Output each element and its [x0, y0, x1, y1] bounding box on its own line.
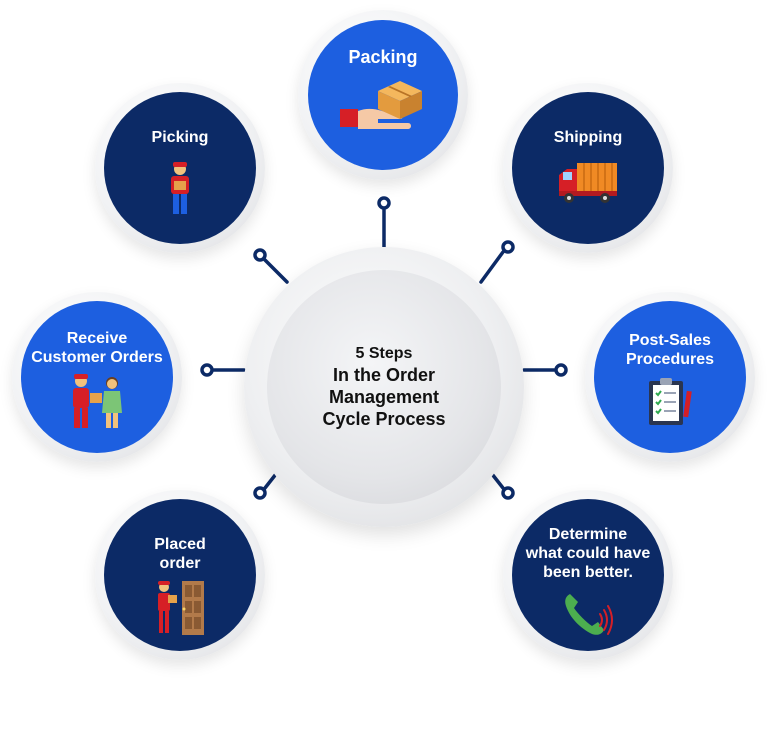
delivery-person-icon: [171, 162, 189, 214]
connector-node-placed: [253, 486, 267, 500]
center-title: In the Order Management Cycle Process: [322, 365, 446, 429]
connector-node-packing: [377, 196, 391, 210]
step-placed-label: Placed order: [154, 536, 206, 572]
center-subtitle: 5 Steps: [355, 345, 413, 362]
step-picking-label: Picking: [151, 129, 209, 146]
connector-node-determine: [501, 486, 515, 500]
courier-at-door-icon: [158, 581, 204, 635]
clipboard-checklist-icon: [649, 378, 692, 425]
connector-node-post-sales: [554, 363, 568, 377]
step-determine-label: Determine what could have been better.: [525, 526, 651, 581]
step-packing: Packing: [308, 20, 458, 170]
step-packing-label: Packing: [348, 47, 418, 67]
center-hub: 5 Steps In the Order Management Cycle Pr…: [267, 270, 501, 504]
step-receive-label: Receive Customer Orders: [31, 330, 163, 366]
handover-icon: [73, 374, 122, 428]
connector-picking: [263, 258, 289, 284]
connector-node-receive: [200, 363, 214, 377]
step-shipping-label: Shipping: [553, 129, 623, 146]
connector-shipping: [479, 250, 505, 284]
step-determine: Determine what could have been better.: [512, 499, 664, 651]
step-receive-orders: Receive Customer Orders: [21, 301, 173, 453]
ringing-phone-icon: [565, 594, 613, 635]
delivery-truck-icon: [559, 163, 617, 203]
connector-node-shipping: [501, 240, 515, 254]
step-placed-order: Placed order: [104, 499, 256, 651]
package-hand-icon: [340, 81, 422, 129]
step-picking: Picking: [104, 92, 256, 244]
step-shipping: Shipping: [512, 92, 664, 244]
step-post-sales-label: Post-Sales Procedures: [625, 332, 715, 368]
connector-node-picking: [253, 248, 267, 262]
step-post-sales: Post-Sales Procedures: [594, 301, 746, 453]
